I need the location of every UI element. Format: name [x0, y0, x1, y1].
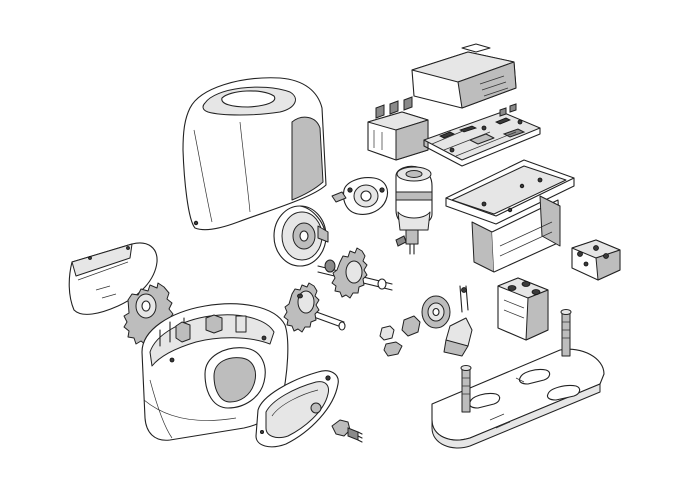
- electronics-cover: [411, 43, 517, 109]
- transformer: [367, 96, 429, 161]
- release-door: [255, 370, 339, 448]
- motor: [395, 165, 433, 255]
- motor-cover: [182, 77, 327, 231]
- anchor-bolts: [460, 309, 572, 413]
- gearbox-housing: [141, 303, 289, 441]
- terminal-block: [571, 239, 621, 281]
- motor-flange: [331, 177, 389, 215]
- gear-shaft-upper: [317, 247, 393, 299]
- limit-switch-assembly: [379, 285, 473, 357]
- board-bracket: [445, 159, 575, 273]
- drive-disc: [273, 205, 329, 267]
- release-key: [331, 419, 363, 443]
- mounting-plate: [431, 348, 605, 449]
- gear-shaft-lower: [283, 282, 346, 333]
- connector-module: [497, 277, 549, 341]
- pinion-guard: [68, 242, 158, 315]
- control-board: [423, 103, 541, 167]
